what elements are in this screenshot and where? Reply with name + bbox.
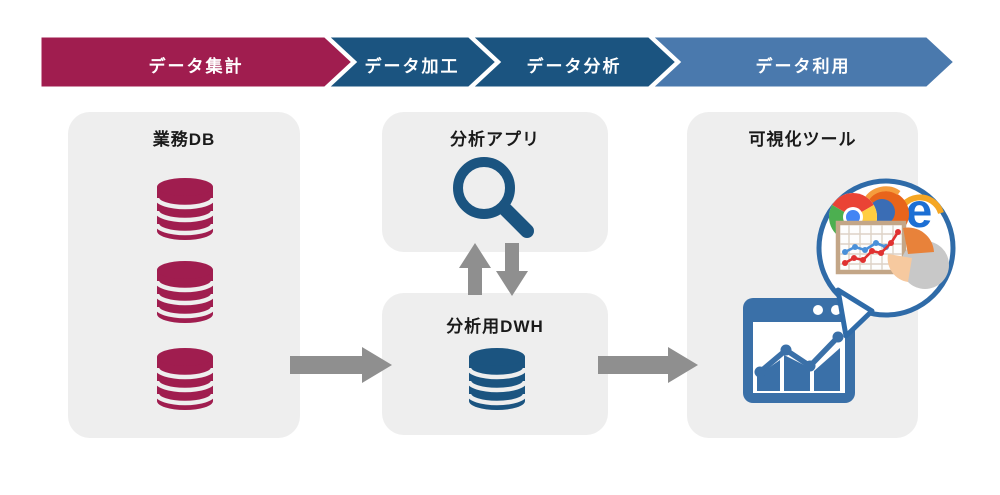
database-icon — [157, 178, 213, 240]
line-chart-icon — [835, 220, 907, 275]
bubble-tail — [835, 287, 875, 339]
chevron-label-4: データ利用 — [755, 57, 851, 76]
panel-bunseki-app — [382, 112, 608, 252]
pie-chart-icon — [887, 227, 949, 289]
window-chart-points — [754, 331, 844, 378]
chevron-label-2: データ加工 — [364, 57, 460, 76]
window-chart-mountains — [757, 348, 840, 391]
database-icon — [157, 348, 213, 410]
process-chevron-bar — [38, 34, 958, 90]
panel-title-bunseki-app: 分析アプリ — [450, 130, 540, 149]
arrow-dwh-to-app — [459, 243, 491, 295]
browser-tools-bubble: e — [816, 178, 956, 339]
magnifier-icon — [453, 157, 534, 238]
arrow-dwh-to-viz — [598, 347, 698, 383]
panel-title-gyomu-db: 業務DB — [152, 130, 216, 149]
arrow-app-to-dwh — [496, 243, 528, 296]
panel-title-kashika-tool: 可視化ツール — [748, 130, 857, 149]
dwh-database-icon — [469, 348, 525, 410]
chevron-label-1: データ集計 — [148, 57, 244, 76]
panel-title-bunseki-dwh: 分析用DWH — [446, 317, 544, 336]
flow-arrows — [290, 243, 698, 383]
source-database-icons — [157, 178, 213, 410]
database-icon — [157, 261, 213, 323]
window-chart-line — [758, 335, 840, 375]
arrow-db-to-dwh — [290, 347, 392, 383]
chevron-label-3: データ分析 — [526, 57, 622, 76]
browser-window-chart-icon — [743, 298, 855, 403]
chevron-step-4 — [647, 34, 958, 90]
